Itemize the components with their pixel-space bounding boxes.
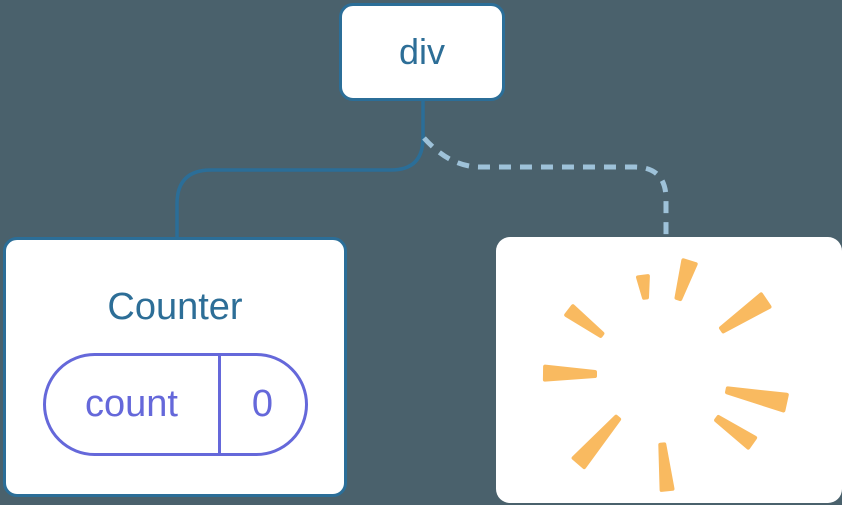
poof-ray [674,258,698,302]
solid-edge-to-counter [175,101,425,238]
root-div-node: div [339,3,505,101]
poof-ray [542,364,597,382]
counter-component-card: Counter count 0 [3,237,347,497]
removed-component-card [496,237,842,503]
poof-ray [658,442,675,492]
state-pill: count 0 [42,353,308,456]
poof-ray [719,292,772,334]
state-value: 0 [217,356,305,453]
poof-ray [636,274,650,300]
state-key: count [85,383,178,425]
poof-ray [714,415,758,450]
poof-ray [571,414,622,470]
dashed-edge-to-removed-node [422,136,669,236]
counter-title: Counter [107,286,243,328]
root-div-label: div [398,31,446,72]
poof-ray [564,304,605,338]
poof-burst-icon [542,258,789,492]
poof-ray [725,386,789,413]
